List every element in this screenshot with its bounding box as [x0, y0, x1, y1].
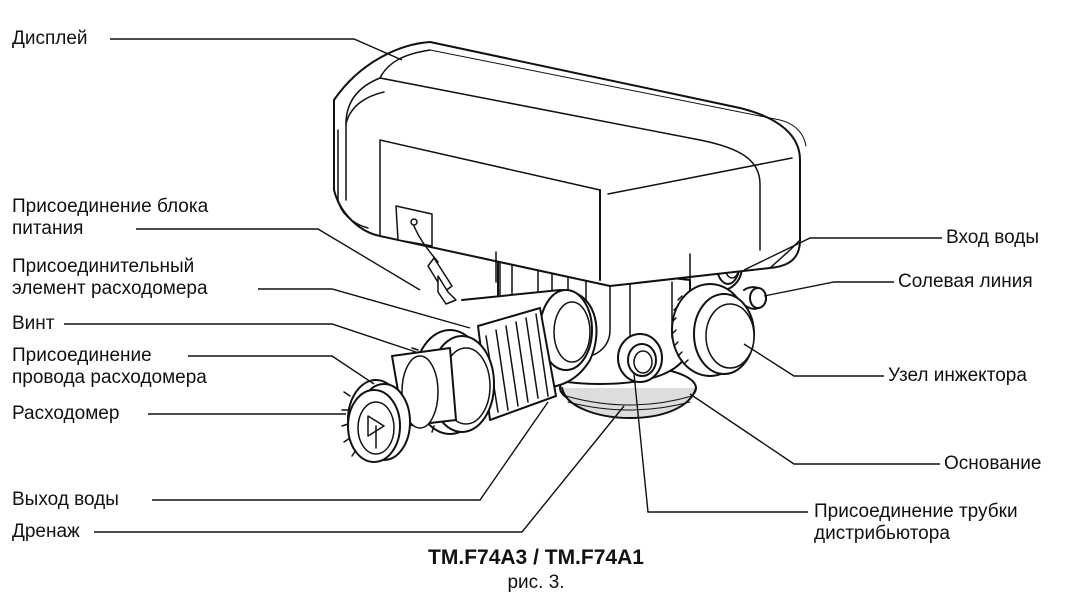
- label-power-line1: Присоединение блока: [12, 196, 209, 217]
- leader-fm-element: [258, 288, 471, 329]
- label-distributor-line2: дистрибьютора: [814, 523, 950, 544]
- brine-port: [743, 286, 767, 310]
- label-injector: Узел инжектора: [888, 365, 1027, 386]
- flowmeter-connector: [413, 225, 457, 305]
- distributor-port: [617, 333, 663, 383]
- model-caption: TM.F74A3 / TM.F74A1: [428, 546, 644, 569]
- leader-display: [110, 38, 403, 61]
- leader-water-out: [152, 401, 549, 501]
- leader-brine: [763, 281, 894, 297]
- label-water-out: Выход воды: [12, 489, 119, 510]
- outlet-pipe: [391, 289, 598, 435]
- label-power-line2: питания: [12, 218, 84, 239]
- leader-base: [689, 393, 940, 465]
- label-water-in: Вход воды: [946, 227, 1040, 248]
- leader-water-in: [743, 237, 942, 271]
- label-display: Дисплей: [12, 28, 88, 49]
- leader-screw: [64, 323, 417, 353]
- leader-injector: [743, 343, 884, 377]
- figure-caption: рис. 3.: [507, 572, 565, 593]
- label-fm-element-line2: элемент расходомера: [12, 278, 208, 299]
- label-brine: Солевая линия: [898, 271, 1033, 292]
- leader-distributor: [633, 373, 808, 513]
- injector-assembly: [671, 283, 755, 377]
- leader-power: [136, 228, 421, 291]
- label-base: Основание: [944, 453, 1042, 474]
- label-drain: Дренаж: [12, 521, 80, 542]
- controller-head: [333, 41, 807, 287]
- label-fm-element-line1: Присоединительный: [12, 256, 195, 277]
- flowmeter-part: [341, 379, 411, 463]
- leader-fm-wire: [188, 355, 375, 385]
- label-fm-wire-line1: Присоединение: [12, 345, 152, 366]
- label-fm-wire-line2: провода расходомера: [12, 367, 207, 388]
- label-screw: Винт: [12, 313, 55, 334]
- leader-lines: [64, 38, 942, 533]
- leader-drain: [94, 405, 625, 533]
- label-distributor-line1: Присоединение трубки: [814, 501, 1018, 522]
- label-flowmeter: Расходомер: [12, 403, 120, 424]
